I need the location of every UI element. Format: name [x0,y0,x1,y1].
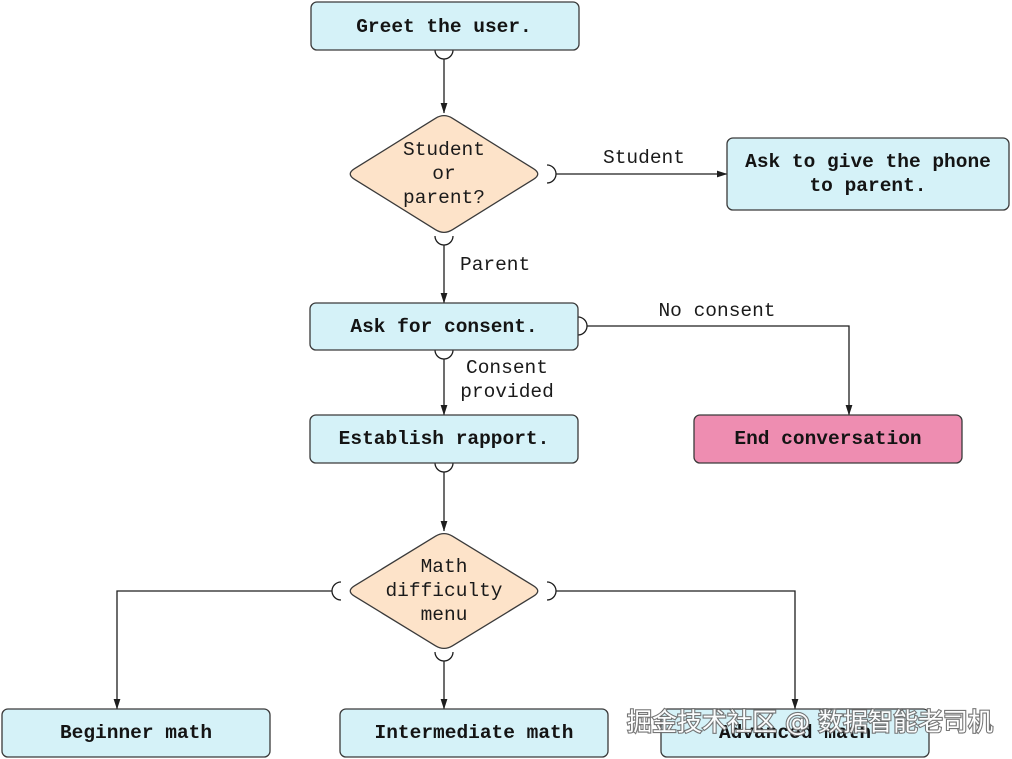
node-label: Greet the user. [356,16,532,38]
connector-port-greet-bottom [434,49,454,60]
connector-port-decision1-bottom [434,235,454,246]
edge-no-consent-to-end [587,325,853,416]
edge-label-student: Student [603,147,685,169]
decision-student-or-parent: Student or parent? [349,115,539,233]
connector-port-decision2-left [331,581,342,601]
connector-port-decision2-bottom [434,651,454,662]
terminal-box [693,414,963,464]
decision-label-line: menu [421,604,468,626]
decision-label-line: difficulty [385,580,502,602]
node-label: End conversation [734,428,921,450]
node-label: Beginner math [60,722,212,744]
connector-port-rapport-bottom [434,462,454,473]
node-label: Intermediate math [375,722,574,744]
process-box [339,708,609,758]
node-label: Ask for consent. [350,316,537,338]
connectors [113,49,853,710]
node-beginner-math: Beginner math [1,708,271,758]
edge-labels: Student Parent No consent Consent provid… [460,147,776,403]
edge-label-consent-provided-line: provided [460,381,554,403]
decision-diamond [349,532,539,650]
edge-label-consent-provided-line: Consent [466,357,548,379]
process-box [310,1,580,51]
node-consent: Ask for consent. [309,302,579,351]
node-label-line: to parent. [809,175,926,197]
node-label-line: Ask to give the phone [745,151,991,173]
edge-label-parent: Parent [460,254,530,276]
process-box [309,302,579,351]
process-box [309,414,579,464]
node-advanced-math: Advanced math [660,708,930,758]
decision-math-difficulty-menu: Math difficulty menu [349,532,539,650]
connector-port-decision2-right [546,581,557,601]
process-box [1,708,271,758]
connector-port-consent-bottom [434,349,454,360]
node-label: Establish rapport. [339,428,550,450]
node-end-conversation: End conversation [693,414,963,464]
node-give-phone: Ask to give the phone to parent. [726,137,1010,211]
watermark-text: 掘金技术社区 @ 数据智能老司机 [627,708,993,737]
node-label: Advanced math [719,722,871,744]
decision-diamond [349,115,539,233]
decision-label-line: Student [403,139,485,161]
edge-label-no-consent: No consent [658,300,775,322]
connector-port-decision1-right [546,164,557,184]
process-box [726,137,1010,211]
node-intermediate-math: Intermediate math [339,708,609,758]
decision-label-line: parent? [403,187,485,209]
edge-menu-to-advanced [556,590,799,710]
connector-port-consent-right [577,316,588,336]
process-box [660,708,930,758]
node-greet: Greet the user. [310,1,580,51]
edge-menu-to-beginner [113,590,332,710]
decision-label-line: Math [421,556,468,578]
decision-label-line: or [432,163,455,185]
node-rapport: Establish rapport. [309,414,579,464]
